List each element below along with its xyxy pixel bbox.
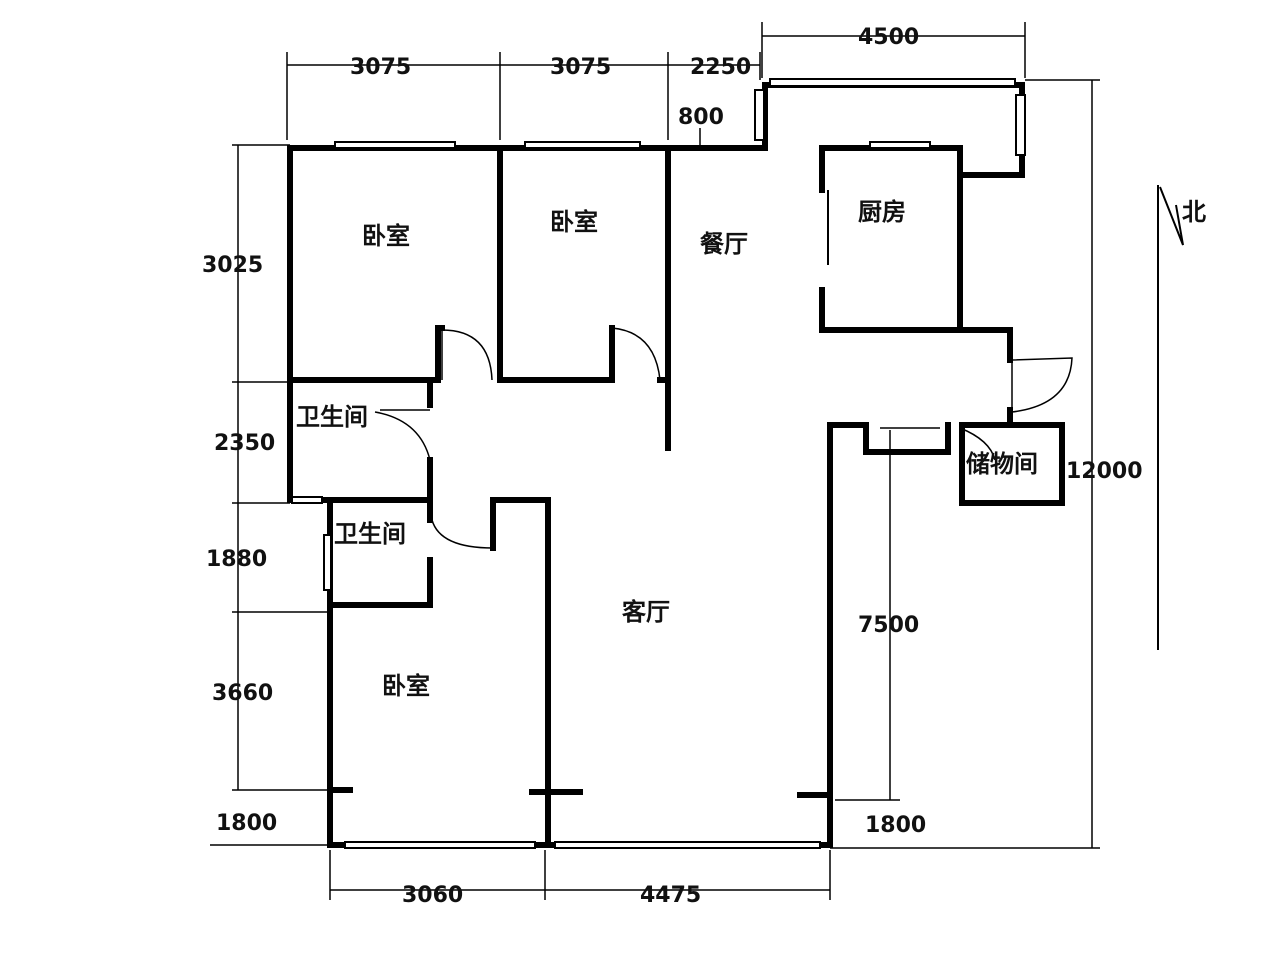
- windows: [291, 78, 1026, 849]
- dim-left-3: 1880: [206, 547, 267, 572]
- dim-top-4: 4500: [858, 25, 919, 50]
- room-bedroom-2: 卧室: [550, 208, 598, 236]
- north-label: 北: [1182, 198, 1206, 226]
- walls: [287, 82, 1065, 848]
- dim-bottom-2: 4475: [640, 883, 701, 908]
- dim-bottom-1: 3060: [402, 883, 463, 908]
- room-living: 客厅: [622, 598, 670, 626]
- room-bathroom-1: 卫生间: [296, 403, 368, 431]
- room-dining: 餐厅: [700, 230, 748, 258]
- dim-left-2: 2350: [214, 431, 275, 456]
- dim-left-4: 3660: [212, 681, 273, 706]
- dimension-lines: [210, 22, 1100, 900]
- dim-left-5: 1800: [216, 811, 277, 836]
- dim-top-3: 2250: [690, 55, 751, 80]
- dim-right-1800: 1800: [865, 813, 926, 838]
- room-bedroom-1: 卧室: [362, 222, 410, 250]
- dim-top-800: 800: [678, 105, 724, 130]
- doors: [374, 327, 1073, 549]
- room-bathroom-2: 卫生间: [334, 520, 406, 548]
- north-arrow-icon: [1157, 185, 1184, 650]
- room-kitchen: 厨房: [858, 198, 906, 226]
- dim-top-2: 3075: [550, 55, 611, 80]
- dim-right-7500: 7500: [858, 613, 919, 638]
- dim-left-1: 3025: [202, 253, 263, 278]
- room-storage: 储物间: [966, 450, 1038, 478]
- room-bedroom-3: 卧室: [382, 672, 430, 700]
- dim-right-total: 12000: [1066, 459, 1143, 484]
- dim-top-1: 3075: [350, 55, 411, 80]
